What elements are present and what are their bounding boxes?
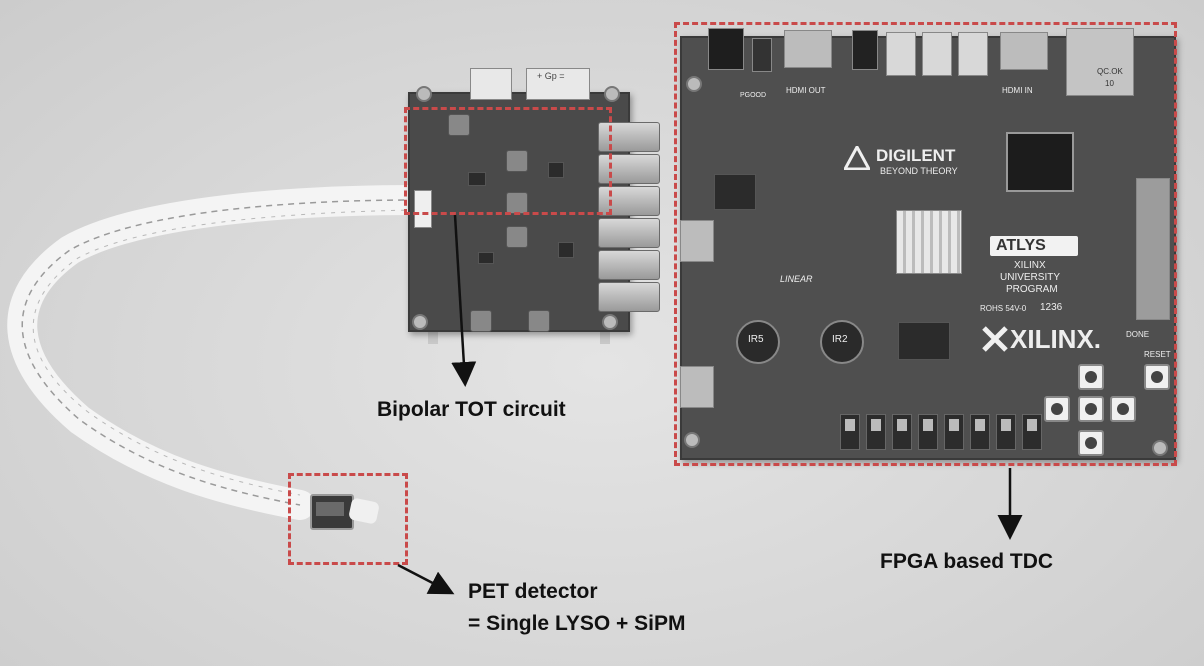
xilinx-logo-icon	[982, 326, 1008, 352]
mount-hole	[1152, 440, 1168, 456]
inductor: IR5	[736, 320, 780, 364]
mount-hole	[416, 86, 432, 102]
slide-switch[interactable]	[970, 414, 990, 450]
mount-hole	[686, 76, 702, 92]
digilent-logo-icon	[844, 146, 870, 170]
tot-arrow	[451, 214, 477, 387]
bnc-connector	[598, 154, 660, 184]
hdmi-in-port	[1000, 32, 1048, 70]
bnc-connector	[598, 122, 660, 152]
pet-arrow	[397, 563, 455, 595]
tot-highlight-box	[404, 107, 612, 215]
slide-switch[interactable]	[944, 414, 964, 450]
inductor: IR2	[820, 320, 864, 364]
slide-switch[interactable]	[840, 414, 860, 450]
bnc-connector	[598, 250, 660, 280]
potentiometer	[506, 226, 528, 248]
tot-board: + Gp =	[408, 68, 660, 344]
fpga-tdc-label: FPGA based TDC	[880, 550, 1054, 573]
fpga-highlight-box	[674, 22, 1177, 466]
push-button[interactable]	[1078, 430, 1104, 456]
power-header	[470, 68, 512, 100]
standoff	[428, 322, 438, 344]
pet-detector-sublabel: = Single LYSO + SiPM	[468, 612, 686, 635]
standoff	[600, 322, 610, 344]
ic-chip	[898, 322, 950, 360]
slide-switch[interactable]	[1022, 414, 1042, 450]
atlys-badge: ATLYS	[990, 236, 1078, 256]
xilinx-program-silk-3: PROGRAM	[1006, 284, 1058, 295]
mount-hole	[412, 314, 428, 330]
potentiometer	[448, 114, 470, 136]
qc-sticker-num: 10	[1105, 79, 1114, 88]
hdmi-out-silk: HDMI OUT	[786, 86, 826, 95]
ic-chip	[548, 162, 564, 178]
tot-circuit-label: Bipolar TOT circuit	[377, 398, 566, 421]
ribbon-connector	[414, 190, 432, 228]
atlys-silk: ATLYS	[996, 237, 1046, 254]
qc-sticker: QC.OK	[1097, 67, 1123, 76]
xilinx-program-silk-1: XILINX	[1014, 260, 1046, 271]
hdmi-out-port	[784, 30, 832, 68]
audio-jack	[958, 32, 988, 76]
hdmi-in-silk: HDMI IN	[1002, 86, 1033, 95]
ic-chip	[558, 242, 574, 258]
vhdc-connector	[1136, 178, 1170, 320]
bnc-connector	[598, 218, 660, 248]
potentiometer	[506, 150, 528, 172]
linear-silk: LINEAR	[780, 274, 813, 284]
ic-chip	[714, 174, 756, 210]
potentiometer	[470, 310, 492, 332]
beyond-theory-silk: BEYOND THEORY	[880, 166, 958, 176]
slide-switch[interactable]	[866, 414, 886, 450]
pgood-silk: PGOOD	[740, 92, 767, 99]
slide-switch[interactable]	[918, 414, 938, 450]
ic-chip	[468, 172, 486, 186]
ethernet-port: QC.OK 10	[1066, 28, 1134, 96]
lyso-crystal	[316, 502, 344, 516]
push-button[interactable]	[1044, 396, 1070, 422]
push-button[interactable]	[1078, 364, 1104, 390]
digilent-silk: DIGILENT	[876, 146, 956, 165]
xilinx-logo-silk: XILINX.	[1010, 324, 1102, 354]
power-jack	[708, 28, 744, 70]
audio-jack	[852, 30, 878, 70]
push-button[interactable]	[1110, 396, 1136, 422]
ic-chip	[478, 252, 494, 264]
heatsink	[896, 210, 962, 274]
bnc-connector	[598, 282, 660, 312]
fpga-chip	[1006, 132, 1074, 192]
usb-port	[680, 220, 714, 262]
fpga-board: HDMI OUT HDMI IN QC.OK 10 PGOOD DIGILENT…	[680, 28, 1180, 460]
signal-header: + Gp =	[526, 68, 590, 100]
inductor-silk: IR5	[748, 334, 764, 345]
usb-port	[680, 366, 714, 408]
bnc-connector	[598, 186, 660, 216]
audio-jack	[922, 32, 952, 76]
power-switch	[752, 38, 772, 72]
done-silk: DONE	[1126, 330, 1150, 339]
rev-silk: ROHS 54V-0	[980, 304, 1027, 313]
header-silk: + Gp =	[537, 71, 565, 81]
inductor-silk: IR2	[832, 334, 848, 345]
slide-switch[interactable]	[996, 414, 1016, 450]
mount-hole	[684, 432, 700, 448]
mount-hole	[604, 86, 620, 102]
push-button[interactable]	[1078, 396, 1104, 422]
slide-switch[interactable]	[892, 414, 912, 450]
mount-hole	[602, 314, 618, 330]
pet-detector-label: PET detector	[468, 580, 598, 603]
audio-jack	[886, 32, 916, 76]
pet-highlight-box	[288, 473, 408, 565]
xilinx-program-silk-2: UNIVERSITY	[1000, 272, 1061, 283]
pet-detector	[300, 490, 380, 530]
potentiometer	[528, 310, 550, 332]
reset-silk: RESET	[1144, 350, 1171, 359]
reset-button[interactable]	[1144, 364, 1170, 390]
date-silk: 1236	[1040, 302, 1063, 313]
